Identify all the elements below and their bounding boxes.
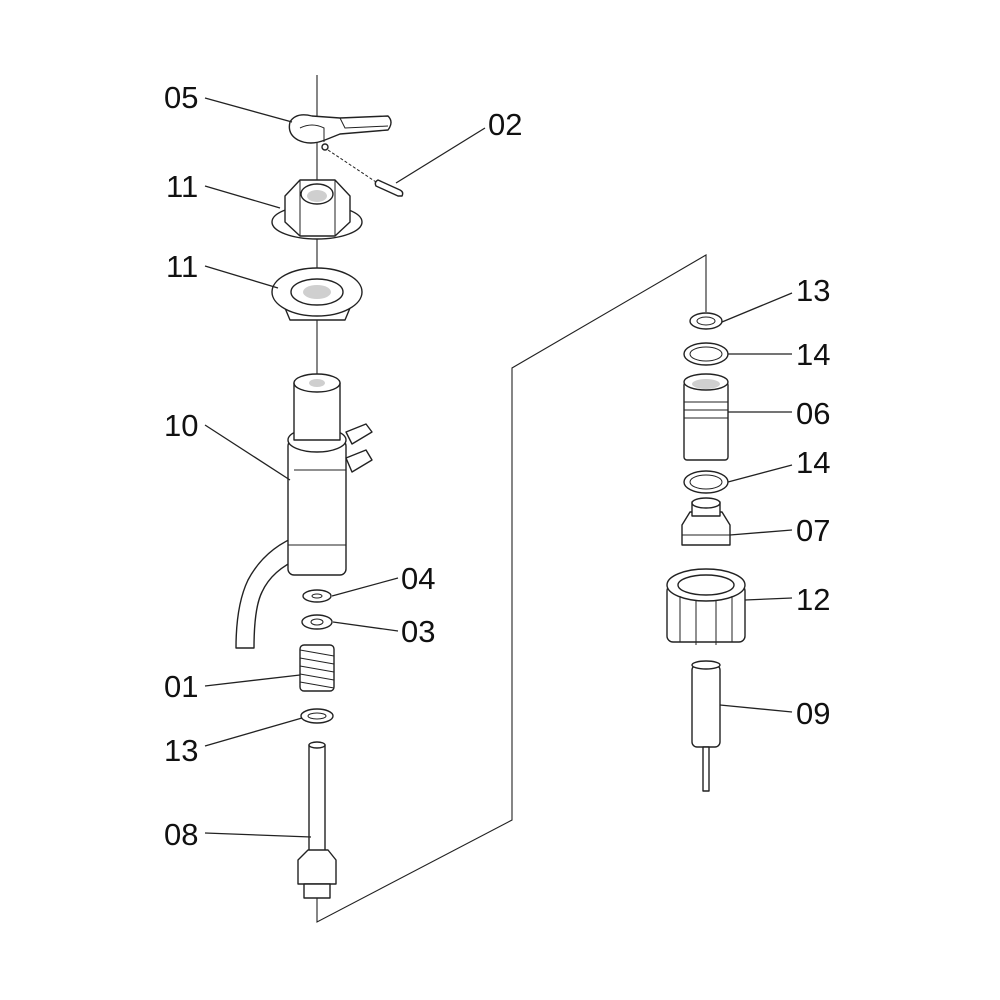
part-13-o-ring-left [300,708,334,724]
part-13-o-ring-right [689,312,723,330]
part-10-valve-body [235,373,373,649]
label-11-lower: 11 [166,249,198,284]
part-11-lower-nut [271,267,363,321]
label-11-upper: 11 [166,169,198,204]
label-12: 12 [796,582,830,617]
part-03-washer [301,614,333,630]
part-08-valve-stem [297,741,337,899]
part-05-lever-handle [288,114,392,151]
part-14-o-ring-upper [683,342,729,366]
label-04: 04 [401,561,435,596]
part-01-spring [299,644,335,692]
label-09: 09 [796,696,830,731]
label-13-left: 13 [164,733,198,768]
part-06-sleeve [683,373,729,461]
part-14-o-ring-lower [683,470,729,494]
label-08: 08 [164,817,198,852]
label-14-upper: 14 [796,337,830,372]
label-10: 10 [164,408,198,443]
label-02: 02 [488,107,522,142]
label-01: 01 [164,669,198,704]
label-14-lower: 14 [796,445,830,480]
label-06: 06 [796,396,830,431]
label-03: 03 [401,614,435,649]
leader-lines [204,97,793,838]
label-07: 07 [796,513,830,548]
part-04-washer [302,589,332,603]
part-11-upper-nut [271,179,363,240]
label-13-right: 13 [796,273,830,308]
label-05: 05 [164,80,198,115]
part-09-rod [691,660,721,792]
part-02-pin [327,149,404,197]
assembly-axis [316,75,707,923]
part-12-cap-nut [666,568,746,645]
part-07-fitting [681,497,731,546]
part-labels: 05 02 11 11 10 04 03 01 13 08 13 14 06 1… [164,80,830,852]
